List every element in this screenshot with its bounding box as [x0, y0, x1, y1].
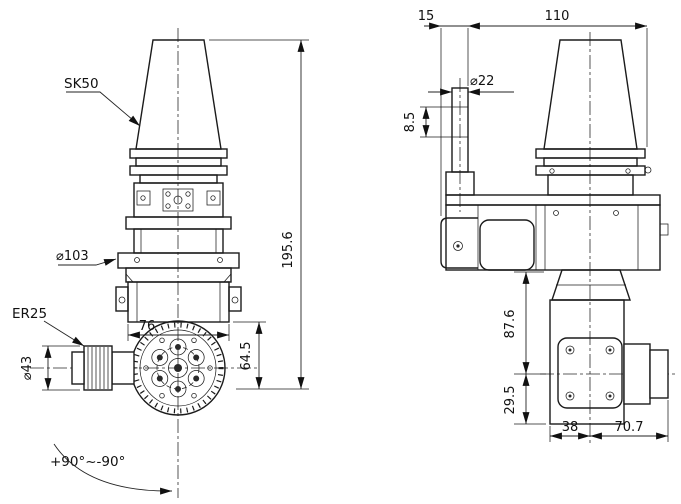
- flange-neck: [139, 174, 218, 184]
- side-view: [440, 32, 676, 446]
- side-dimensions: 15 110 ⌀22 8.5 87.6 29.5: [403, 9, 669, 442]
- flange-diameter-label: ⌀103: [56, 249, 89, 264]
- pin-offset-value: 15: [418, 9, 435, 24]
- flange-diameter-leader: [58, 258, 117, 266]
- dim-body-width: 76: [127, 319, 230, 341]
- dim-axis-offset: 64.5: [233, 321, 266, 389]
- body-length-value: 110: [545, 9, 570, 24]
- side-head: [549, 269, 669, 425]
- dim-top-lengths: 15 110: [418, 9, 648, 216]
- graduation-ticks: [132, 322, 224, 414]
- pin-step-value: 8.5: [403, 112, 418, 133]
- pin-diameter-value: ⌀22: [470, 74, 494, 89]
- er25-label: ER25: [12, 306, 47, 322]
- housing-body: [445, 204, 661, 271]
- front-taper-shank: [129, 39, 228, 184]
- output-nose: [649, 349, 669, 399]
- dim-height-to-axis: 87.6: [503, 271, 546, 375]
- dim-swivel-range: +90°~-90°: [50, 443, 173, 495]
- side-housing: [440, 87, 669, 271]
- dim-pin-step: 8.5: [403, 106, 452, 138]
- taper-cone: [135, 39, 222, 150]
- sk50-leader-line: [66, 91, 141, 127]
- center-to-nose-value: 70.7: [615, 420, 644, 435]
- collet-nose: [71, 351, 85, 385]
- swivel-joint: [551, 269, 631, 301]
- grease-fitting: [659, 223, 669, 236]
- swivel-range-label: +90°~-90°: [50, 454, 125, 470]
- axis-to-bottom-value: 29.5: [503, 386, 518, 415]
- collet-diameter-value: ⌀43: [20, 356, 35, 380]
- body-width-value: 76: [139, 319, 156, 334]
- side-centerlines: [459, 32, 676, 446]
- mounting-flange: [117, 252, 240, 269]
- side-taper-shank: [535, 39, 652, 196]
- housing-top-plate: [445, 194, 661, 206]
- dim-flange-diameter: ⌀103: [56, 249, 117, 266]
- output-spindle: [623, 343, 651, 405]
- front-dimensions: SK50 ⌀103 76 ER25 ⌀43 +90°~-90°: [12, 39, 309, 495]
- left-bracket: [440, 217, 478, 269]
- er25-leader-line: [43, 320, 85, 347]
- gearbox-cover: [479, 219, 535, 271]
- dim-axis-to-bottom: 29.5: [503, 374, 546, 425]
- side-taper-cone: [543, 39, 638, 150]
- dim-collet-diameter: ⌀43: [20, 345, 80, 391]
- overall-height-value: 195.6: [281, 231, 296, 268]
- flange-top-ring: [129, 148, 228, 159]
- front-view: [30, 28, 258, 498]
- front-collet-assembly: [71, 345, 135, 391]
- stop-pin-collar: [445, 171, 475, 196]
- face-plate: [557, 337, 623, 409]
- dim-sk50: SK50: [64, 76, 141, 127]
- flange-vee-groove: [135, 157, 222, 167]
- collet-nut: [83, 345, 113, 391]
- dim-er25: ER25: [12, 306, 85, 347]
- center-to-left-value: 38: [562, 420, 579, 435]
- axis-offset-value: 64.5: [239, 342, 254, 371]
- head-housing: [127, 281, 230, 323]
- dim-bottom-lengths: 38 70.7: [549, 400, 669, 442]
- dim-overall-height: 195.6: [209, 39, 309, 390]
- height-to-axis-value: 87.6: [503, 310, 518, 339]
- dim-pin-diameter: ⌀22: [428, 74, 514, 96]
- front-spindle-body: [115, 182, 242, 323]
- sk50-label: SK50: [64, 76, 99, 92]
- swivel-arc-arrow: [53, 443, 173, 495]
- flange-bottom-ring: [129, 165, 228, 176]
- collet-neck: [111, 351, 135, 385]
